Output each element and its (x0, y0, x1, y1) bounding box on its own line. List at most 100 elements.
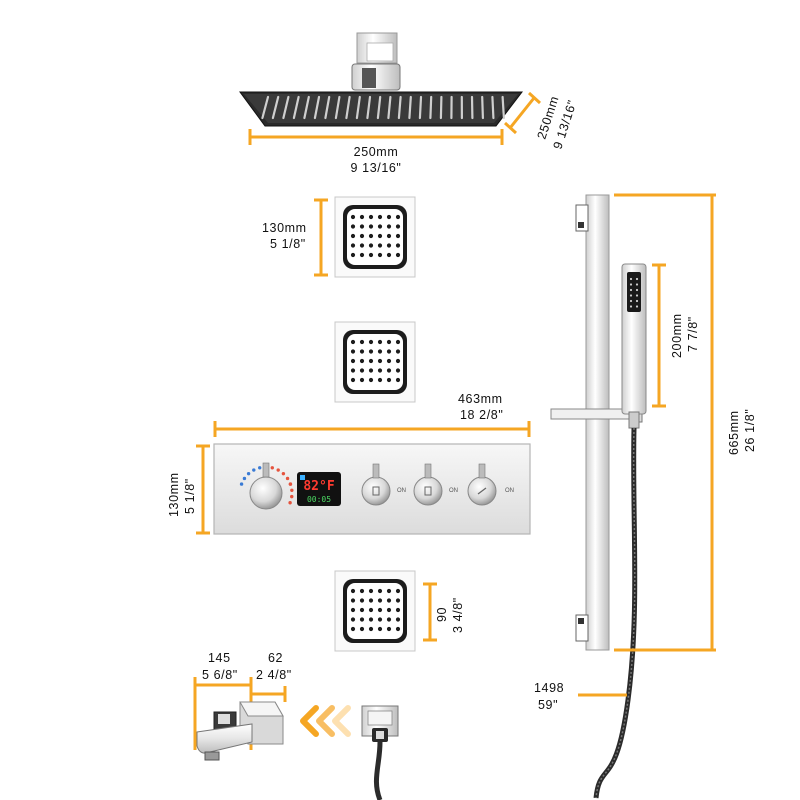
spout-length-mm: 145 (208, 651, 231, 665)
rain-nozzle (429, 95, 433, 120)
jet-nozzle (377, 598, 383, 603)
jet-nozzle (395, 368, 401, 373)
valve-panel-width-dimension: 463mm 18 2/8" (213, 392, 531, 437)
jet-nozzle (359, 358, 365, 364)
temperature-dot (239, 482, 244, 486)
jet-face (347, 583, 403, 639)
jet-nozzle (395, 617, 401, 622)
jet-nozzle (386, 339, 392, 345)
jet-nozzle (377, 233, 383, 239)
jet-face (347, 334, 403, 390)
rain-nozzle (324, 95, 331, 120)
jet-nozzle (386, 243, 392, 248)
jet-nozzle (350, 224, 356, 229)
slide-bar-height-mm: 665mm (727, 410, 741, 455)
handheld-nozzle (629, 283, 633, 286)
temperature-knob[interactable] (249, 476, 283, 510)
temperature-dot (290, 494, 294, 499)
jet-nozzle (395, 349, 401, 354)
spout-depth-mm: 62 (268, 651, 283, 665)
jet-nozzle (395, 598, 401, 603)
slide-bar-height-in: 26 1/8" (743, 409, 757, 452)
hose-length-in: 59" (538, 698, 558, 712)
rain-nozzle (292, 95, 300, 120)
body-jet-icon (424, 486, 432, 496)
jet-nozzle (395, 607, 401, 613)
jet-nozzle (368, 368, 374, 373)
jet-nozzle (350, 339, 356, 345)
rain-nozzle (501, 95, 505, 120)
diverter-knob-3[interactable]: ON (467, 463, 514, 506)
temperature-dot (288, 482, 293, 486)
wall-supply-elbow (361, 705, 399, 800)
jet-nozzle (395, 214, 401, 220)
jet-nozzle (368, 349, 374, 354)
handheld-nozzle (629, 277, 633, 281)
jet-nozzle (395, 588, 401, 594)
jet-nozzle (359, 349, 365, 354)
handheld-height-mm: 200mm (670, 313, 684, 358)
jet-nozzle (350, 358, 356, 364)
valve-panel-width-mm: 463mm (458, 392, 503, 406)
thermostatic-valve-panel: 82°F 00:05 ON ON ON (213, 443, 531, 535)
jet-nozzle (368, 377, 374, 383)
lcd-display: 82°F 00:05 (297, 472, 341, 506)
small-jet-height-mm: 90 (435, 607, 449, 622)
jet-nozzle (377, 224, 383, 229)
jet-nozzle (368, 252, 374, 258)
handheld-nozzle (629, 294, 633, 297)
jet-nozzle (395, 358, 401, 364)
jet-nozzle (350, 588, 356, 594)
temperature-dot (285, 476, 290, 481)
jet-nozzle (377, 626, 383, 632)
rain-nozzle (481, 95, 484, 120)
jet-nozzle (395, 252, 401, 258)
small-jet-height-in: 3 4/8" (451, 597, 465, 633)
jet-nozzle (350, 349, 356, 354)
jet-nozzle (368, 214, 374, 220)
temperature-dot (290, 488, 294, 492)
jet-nozzle (386, 358, 392, 364)
valve-panel-width-in: 18 2/8" (460, 408, 503, 422)
rain-nozzle (397, 95, 402, 120)
temperature-dot (281, 471, 286, 476)
rain-nozzle (366, 95, 372, 120)
jet-nozzle (359, 588, 365, 594)
rain-nozzle (313, 95, 321, 120)
jet-nozzle (377, 243, 383, 248)
jet-nozzle (386, 588, 392, 594)
jet-nozzle (359, 368, 365, 373)
rain-head-depth-dimension: 250mm 9 13/16" (503, 91, 580, 151)
diverter-knob-1[interactable]: ON (361, 463, 406, 506)
handheld-height-in: 7 7/8" (686, 316, 700, 352)
hose-length-dimension: 1498 59" (534, 681, 627, 712)
handheld-nozzle (635, 294, 639, 297)
handheld-nozzle (629, 305, 633, 308)
rain-nozzle (271, 95, 280, 120)
body-jet-middle (334, 321, 416, 403)
handheld-nozzle (635, 305, 639, 308)
tub-spout (196, 701, 284, 761)
valve-panel-height-mm: 130mm (167, 472, 181, 517)
jet-nozzle (395, 243, 401, 248)
diverter-2-on-label: ON (449, 488, 458, 494)
jet-face (347, 209, 403, 265)
jet-nozzle (386, 233, 392, 239)
jet-nozzle (368, 617, 374, 622)
jet-nozzle (368, 598, 374, 603)
rain-nozzle (303, 95, 310, 120)
hose-length-mm: 1498 (534, 681, 564, 695)
temperature-dot (288, 501, 292, 505)
jet-nozzle (359, 607, 365, 613)
jet-nozzle (368, 358, 374, 364)
jet-nozzle (377, 339, 383, 345)
rain-nozzle (439, 95, 443, 120)
rain-shower-head (239, 32, 524, 127)
rain-nozzle (355, 95, 361, 120)
diverter-knob-2[interactable]: ON (413, 463, 458, 506)
rain-nozzle (491, 95, 495, 120)
jet-nozzle (386, 377, 392, 383)
handheld-nozzle (629, 288, 633, 292)
valve-panel-height-in: 5 1/8" (183, 478, 197, 514)
temperature-dot (270, 466, 274, 470)
